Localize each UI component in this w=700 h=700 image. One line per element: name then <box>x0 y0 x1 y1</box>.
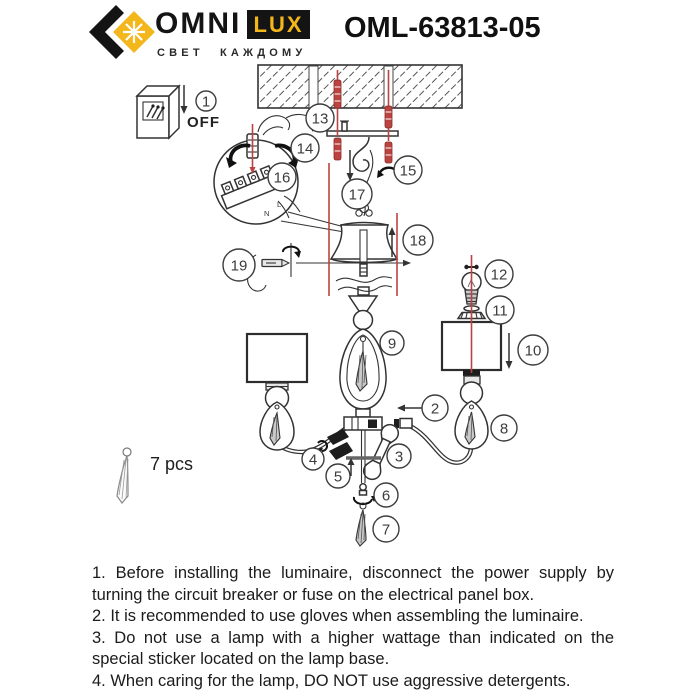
svg-text:9: 9 <box>388 336 396 353</box>
callout-8: 8 <box>490 414 518 442</box>
cord-break <box>335 276 393 292</box>
bottom-stem <box>346 430 381 547</box>
svg-text:1: 1 <box>202 94 210 111</box>
callout-10: 10 <box>517 334 549 366</box>
power-switch-icon: OFF <box>135 84 220 140</box>
off-label: OFF <box>187 114 220 131</box>
instructions: 1. Before installing the luminaire, disc… <box>92 563 614 692</box>
left-lamp-assembly <box>245 332 309 451</box>
callout-18: 18 <box>402 224 434 256</box>
svg-text:18: 18 <box>410 233 427 250</box>
brand-word-lux: LUX <box>247 10 310 39</box>
svg-text:12: 12 <box>491 267 508 284</box>
callout-17: 17 <box>341 178 373 210</box>
svg-text:8: 8 <box>500 421 508 438</box>
mounting-bracket <box>326 120 399 137</box>
svg-text:19: 19 <box>231 258 248 275</box>
instruction-step-2: 2. It is recommended to use gloves when … <box>92 607 584 625</box>
svg-text:3: 3 <box>395 449 403 466</box>
omnilux-logo-icon <box>89 5 158 59</box>
callout-12: 12 <box>484 259 514 289</box>
anchors-and-guides <box>249 70 473 373</box>
wire-label-line: L <box>277 200 281 209</box>
svg-text:10: 10 <box>525 343 542 360</box>
tassel <box>269 410 281 446</box>
callout-15: 15 <box>393 155 423 185</box>
svg-text:14: 14 <box>297 141 314 158</box>
wire-label-neutral: N <box>264 209 269 218</box>
arm-fittings <box>316 429 353 460</box>
callout-6: 6 <box>373 482 399 508</box>
wall-anchor <box>384 105 393 129</box>
callout-11: 11 <box>485 295 515 325</box>
central-body <box>339 295 387 418</box>
model-number: OML-63813-05 <box>344 12 541 44</box>
tassel-count-label: 7 pcs <box>150 454 194 474</box>
svg-text:13: 13 <box>312 111 329 128</box>
mounting-screw <box>384 141 393 164</box>
callout-7: 7 <box>372 515 400 543</box>
callout-16: 16 <box>267 162 297 192</box>
svg-text:17: 17 <box>349 187 366 204</box>
callout-9: 9 <box>379 330 405 356</box>
svg-text:4: 4 <box>309 452 317 469</box>
callout-4: 4 <box>301 447 325 471</box>
callout-5: 5 <box>325 463 351 489</box>
instruction-step-1: 1. Before installing the luminaire, disc… <box>92 564 614 604</box>
mounting-screw <box>333 137 342 161</box>
canopy <box>329 202 399 296</box>
svg-text:15: 15 <box>400 163 417 180</box>
rotate-arrow-icon <box>317 440 328 452</box>
instruction-step-4: 4. When caring for the lamp, DO NOT use … <box>92 671 571 690</box>
drill-hole <box>308 65 319 109</box>
finial <box>359 483 367 491</box>
callout-13: 13 <box>305 103 335 133</box>
tassel-count-icon <box>116 447 132 504</box>
callout-14: 14 <box>290 133 320 163</box>
brand-tagline: СВЕТ КАЖДОМУ <box>157 47 307 59</box>
instruction-step-3: 3. Do not use a lamp with a higher watta… <box>92 628 614 669</box>
svg-text:5: 5 <box>334 469 342 486</box>
svg-text:6: 6 <box>382 488 390 505</box>
svg-text:11: 11 <box>492 303 508 320</box>
rotate-arrow-icon <box>352 496 373 506</box>
svg-text:16: 16 <box>274 170 291 187</box>
svg-text:2: 2 <box>431 401 439 418</box>
callout-1: 1 <box>195 90 217 112</box>
brand-word-omni: OMNI <box>155 7 242 40</box>
ceiling-hatch <box>257 64 463 109</box>
svg-text:7: 7 <box>382 522 390 539</box>
callout-3: 3 <box>386 443 412 469</box>
callout-2: 2 <box>421 394 449 422</box>
callout-19: 19 <box>222 248 256 282</box>
lampshade <box>245 332 309 384</box>
